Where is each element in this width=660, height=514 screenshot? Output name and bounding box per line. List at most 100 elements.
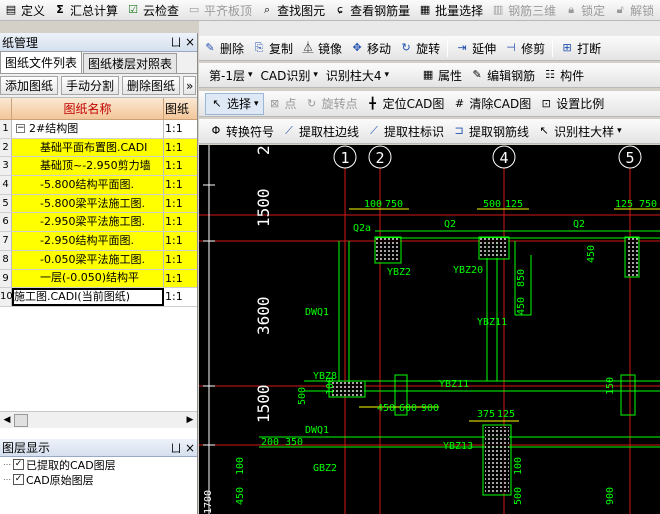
component-icon: ☷ — [545, 68, 556, 81]
pin-icon[interactable]: ㄩ — [170, 36, 182, 49]
table-row[interactable]: 7-2.950结构平面图.1:1 — [0, 232, 197, 251]
mirror-button[interactable]: ⏅镜像 — [302, 41, 343, 56]
find-element-button[interactable]: ⌕查找图元 — [256, 0, 329, 20]
drawing-name-cell[interactable]: -2.950结构平面图. — [12, 232, 164, 250]
trim-icon: ⊣ — [506, 41, 516, 54]
tree-connector-icon: ⋯ — [3, 460, 11, 469]
checkbox-original[interactable]: ✓ — [13, 474, 24, 485]
drawing-name-cell[interactable]: -0.050梁平法施工图. — [12, 250, 164, 269]
pin-icon[interactable]: ㄩ — [170, 441, 182, 455]
tab-floor-map[interactable]: 图纸楼层对照表 — [83, 53, 178, 73]
recognize-column-select[interactable]: 识别柱大4▾ — [325, 68, 390, 83]
unlock-button[interactable]: 🔓︎解锁 — [609, 0, 658, 20]
cad-text: DWQ1 — [305, 307, 329, 318]
drawing-name-cell[interactable]: 施工图.CADI(当前图纸) — [12, 288, 164, 306]
extend-icon: ⇥ — [457, 41, 467, 54]
drawing-name-cell[interactable]: -2.950梁平法施工图. — [12, 213, 164, 232]
trim-button[interactable]: ⊣修剪 — [500, 37, 549, 59]
delete-button[interactable]: ✎删除 — [199, 37, 248, 59]
collapse-icon[interactable]: − — [16, 123, 25, 134]
layer-item-original[interactable]: ⋯ ✓ CAD原始图层 — [3, 473, 94, 487]
drawing-name: -0.050梁平法施工图. — [40, 252, 145, 266]
extend-button[interactable]: ⇥延伸 — [451, 37, 500, 59]
scroll-left-icon[interactable]: ◀ — [3, 415, 11, 425]
recognize-column-detail-button[interactable]: ↖识别柱大样▾ — [533, 120, 626, 142]
clear-cad-button[interactable]: #清除CAD图 — [448, 93, 535, 115]
cad-text: 125 — [497, 409, 515, 420]
extract-column-label-button[interactable]: ⟋提取柱标识 — [363, 120, 448, 142]
table-row[interactable]: 5-5.800梁平法施工图.1:1 — [0, 194, 197, 214]
tree-connector-icon: ⋯ — [3, 475, 11, 484]
cloud-check-button[interactable]: ☑云检查 — [122, 0, 183, 20]
point-button[interactable]: ⊠点 — [264, 93, 301, 115]
cad-text: 600 — [399, 403, 417, 414]
table-row[interactable]: 6-2.950梁平法施工图.1:1 — [0, 213, 197, 233]
drawing-name-cell[interactable]: -5.800结构平面图. — [12, 176, 164, 194]
close-icon[interactable]: × — [184, 35, 196, 49]
align-slab-button[interactable]: ▭平齐板顶 — [188, 3, 253, 18]
select-button[interactable]: ↖选择▾ — [205, 92, 264, 115]
drawing-name-cell[interactable]: 基础顶~-2.950剪力墙 — [12, 157, 164, 176]
break-button[interactable]: ⊞打断 — [556, 37, 605, 59]
cad-recognize-select[interactable]: CAD识别▾ — [260, 68, 318, 83]
grid-header: 图纸名称 图纸 — [0, 98, 197, 120]
column-header-name[interactable]: 图纸名称 — [12, 98, 164, 119]
table-row[interactable]: 8-0.050梁平法施工图.1:1 — [0, 250, 197, 270]
add-drawing-button[interactable]: 添加图纸 — [0, 76, 59, 95]
scroll-right-icon[interactable]: ▶ — [186, 415, 194, 425]
table-row[interactable]: 4-5.800结构平面图.1:1 — [0, 176, 197, 195]
edit-rebar-button[interactable]: ✎编辑钢筋 — [466, 64, 539, 86]
horizontal-scrollbar[interactable]: ◀ ▶ — [0, 411, 197, 428]
cad-text: 750 — [639, 199, 657, 210]
manual-split-button[interactable]: 手动分割 — [61, 76, 120, 95]
rebar-3d-button[interactable]: ▥钢筋三维 — [492, 3, 557, 18]
axis-bubbles — [333, 145, 642, 169]
rotate-point-button[interactable]: ↻旋转点 — [301, 93, 362, 115]
tab-drawing-list[interactable]: 图纸文件列表 — [0, 51, 83, 73]
panel-button-row: 添加图纸 手动分割 删除图纸 » — [0, 74, 197, 98]
batch-select-button[interactable]: ▦批量选择 — [419, 3, 484, 18]
drawing-name: 施工图.CADI(当前图纸) — [14, 290, 130, 304]
layer-item-extracted[interactable]: ⋯ ✓ 已提取的CAD图层 — [3, 458, 116, 472]
column-header-scale[interactable]: 图纸 — [165, 102, 190, 116]
locate-cad-button[interactable]: ╋定位CAD图 — [362, 93, 449, 115]
copy-button[interactable]: ⎘复制 — [248, 37, 297, 59]
component-button[interactable]: ☷构件 — [539, 64, 588, 86]
delete-drawing-button[interactable]: 删除图纸 — [122, 76, 181, 95]
drawing-name-cell[interactable]: -5.800梁平法施工图. — [12, 194, 164, 213]
close-icon[interactable]: × — [184, 440, 196, 455]
chevron-down-icon: ▾ — [384, 70, 390, 80]
cad-text: 350 — [285, 437, 303, 448]
lock-button[interactable]: 🔒︎锁定 — [560, 0, 609, 20]
extract-column-edge-button[interactable]: ⟋提取柱边线 — [278, 120, 363, 142]
checkbox-extracted[interactable]: ✓ — [13, 459, 24, 470]
rotate-button[interactable]: ↻旋转 — [395, 37, 444, 59]
more-button[interactable]: » — [183, 76, 197, 95]
set-scale-button[interactable]: ⊡设置比例 — [535, 93, 608, 115]
floor-select[interactable]: 第-1层▾ — [209, 68, 253, 83]
axis-label: 4 — [499, 149, 508, 167]
drawing-name-cell[interactable]: 一层(-0.050)结构平 — [12, 269, 164, 288]
scale-cell: 1:1 — [164, 157, 197, 176]
break-icon: ⊞ — [562, 41, 572, 54]
define-button[interactable]: ▤定义 — [5, 3, 46, 18]
extract-rebar-line-button[interactable]: ⊐提取钢筋线 — [448, 120, 533, 142]
drawing-name-cell[interactable]: 基础平面布置图.CADI — [12, 138, 164, 157]
cad-canvas[interactable]: 2 1500 3600 1500 1700 1 2 4 5 — [199, 145, 660, 514]
attributes-button[interactable]: ▦属性 — [422, 68, 463, 83]
cad-text: 750 — [385, 199, 403, 210]
drawing-name-cell[interactable]: −2#结构图 — [12, 120, 164, 138]
move-button[interactable]: ✥移动 — [346, 37, 395, 59]
scroll-thumb[interactable] — [14, 413, 28, 427]
